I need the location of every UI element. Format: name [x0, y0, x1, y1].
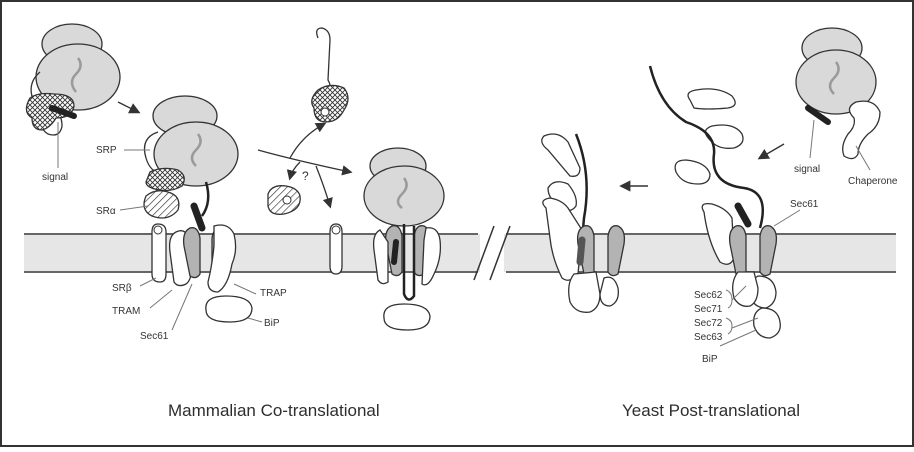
- label-srp: SRP: [96, 145, 117, 156]
- label-signal-left: signal: [42, 172, 68, 183]
- caption-yeast: Yeast Post-translational: [622, 401, 800, 420]
- label-sr-beta: SRβ: [112, 283, 132, 294]
- label-sec63: Sec63: [694, 332, 723, 343]
- caption-mammalian: Mammalian Co-translational: [168, 401, 380, 420]
- label-sec62: Sec62: [694, 290, 723, 301]
- label-chaperone: Chaperone: [848, 176, 898, 187]
- label-bip-right: BiP: [702, 354, 718, 365]
- label-sec71: Sec71: [694, 304, 723, 315]
- label-sr-alpha: SRα: [96, 206, 116, 217]
- bip-left: [206, 296, 252, 322]
- label-signal-right: signal: [794, 164, 820, 175]
- label-sec72: Sec72: [694, 318, 723, 329]
- label-question: ?: [302, 169, 309, 183]
- label-trap: TRAP: [260, 288, 287, 299]
- label-bip-left: BiP: [264, 318, 280, 329]
- label-sec61-left: Sec61: [140, 331, 169, 342]
- label-tram: TRAM: [112, 306, 140, 317]
- label-sec61-right: Sec61: [790, 199, 819, 210]
